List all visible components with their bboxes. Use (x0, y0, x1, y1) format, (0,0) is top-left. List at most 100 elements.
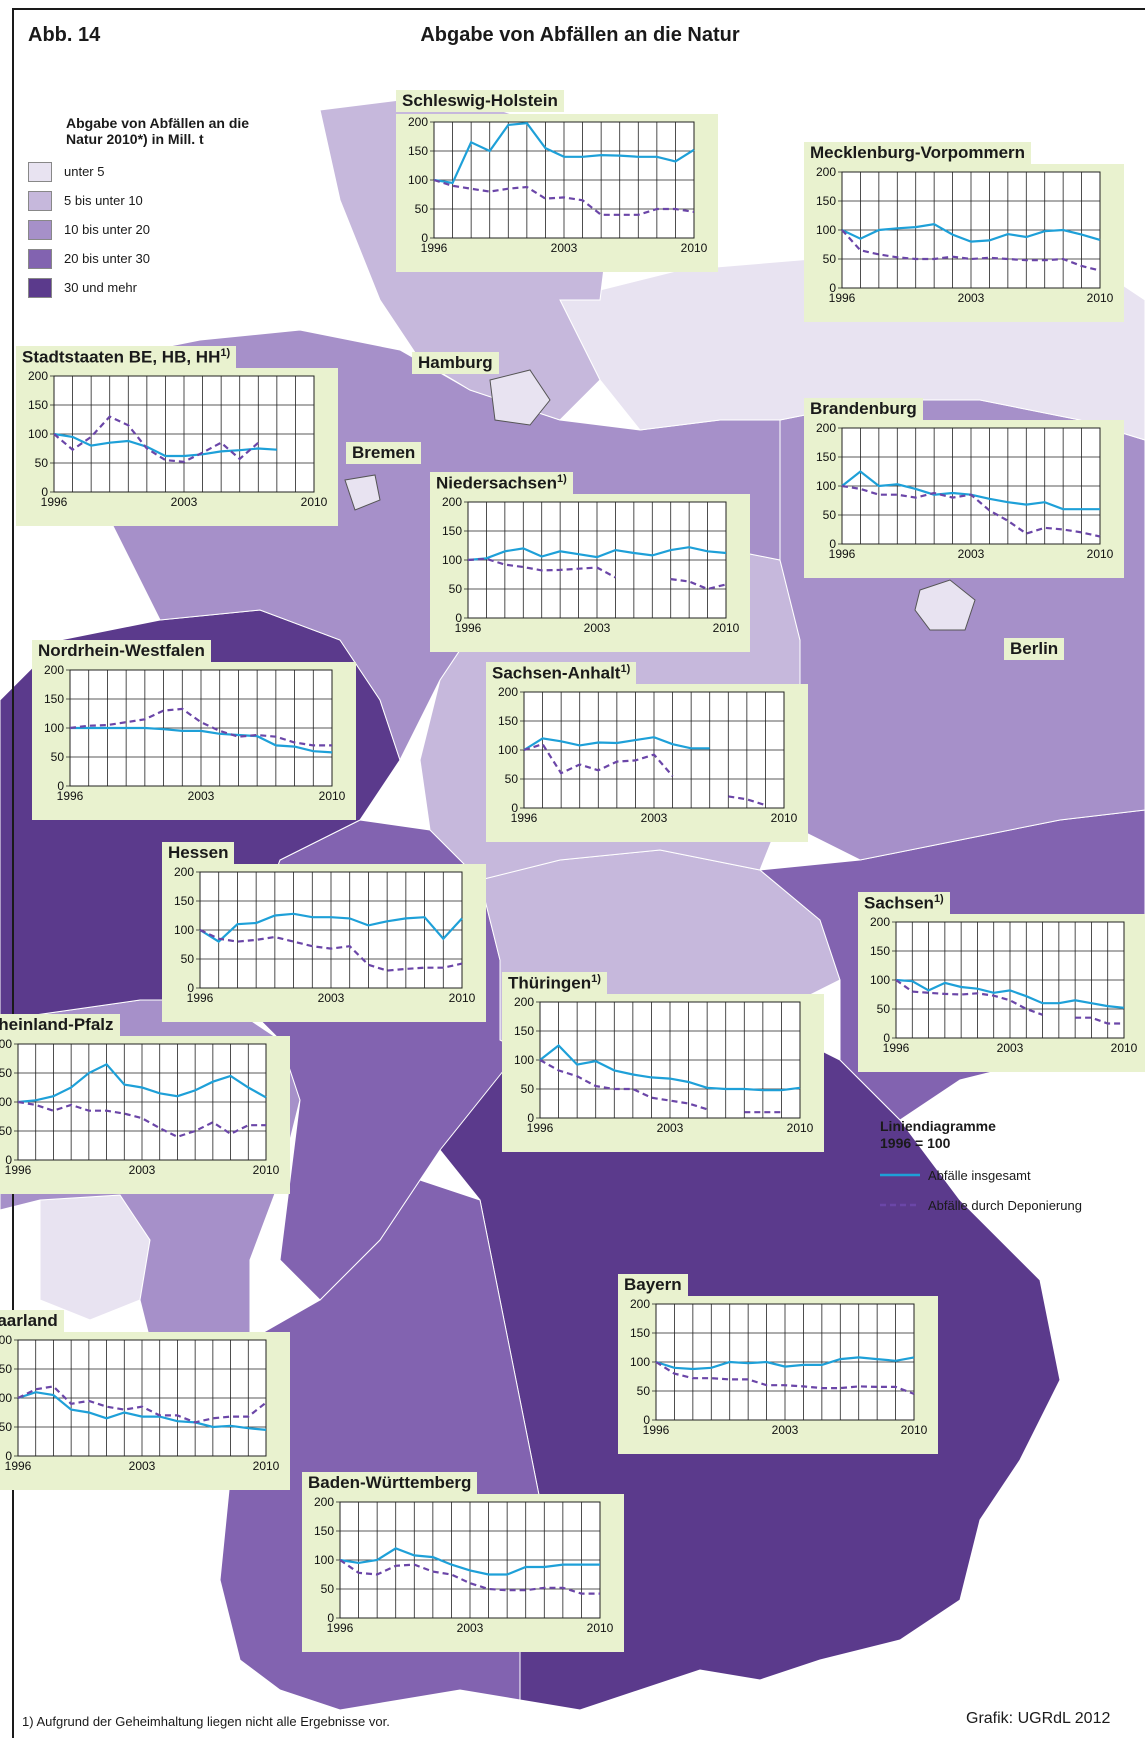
state-bremen-shape (344, 474, 381, 511)
x-tick-label: 2010 (713, 621, 740, 635)
series-line-total (895, 978, 1125, 1009)
chart-title-footnote: 1) (220, 347, 231, 359)
y-tick-label: 50 (449, 582, 463, 596)
series-line-total (841, 223, 1101, 243)
y-tick-label: 0 (421, 231, 428, 245)
x-tick-label: 1996 (5, 1163, 32, 1177)
map-legend-row: 20 bis unter 30 (28, 244, 266, 273)
figure-number: Abb. 14 (28, 24, 101, 46)
map-legend-row: 10 bis unter 20 (28, 215, 266, 244)
chart-title-bayern: Bayern (618, 1274, 688, 1296)
y-tick-label: 150 (816, 450, 836, 464)
y-tick-label: 50 (0, 1420, 12, 1434)
figure-frame (12, 8, 1145, 1738)
series-line-landfill (1075, 1016, 1124, 1025)
x-tick-label: 2003 (171, 495, 198, 509)
chart-title-sachsen: Sachsen1) (858, 892, 950, 915)
series-line-landfill (841, 229, 1101, 272)
chart-title-text: Rheinland-Pfalz (0, 1015, 114, 1034)
map-legend-swatch (28, 277, 52, 298)
chart-title-text: Schleswig-Holstein (402, 91, 558, 110)
chart-title-mecklenburg-vorpommern: Mecklenburg-Vorpommern (804, 142, 1032, 164)
state-hamburg-shape (489, 369, 551, 426)
y-tick-label: 0 (883, 1031, 890, 1045)
y-tick-label: 100 (408, 173, 428, 187)
y-tick-label: 200 (442, 495, 462, 509)
y-tick-label: 100 (314, 1553, 334, 1567)
chart-title-stadtstaaten-be-hb-hh: Stadtstaaten BE, HB, HH1) (16, 346, 237, 369)
map-legend-label: unter 5 (64, 164, 105, 179)
line-legend-total-label: Abfälle insgesamt (928, 1167, 1031, 1183)
y-tick-label: 150 (174, 894, 194, 908)
y-tick-label: 50 (505, 772, 519, 786)
y-tick-label: 150 (44, 692, 64, 706)
x-tick-label: 2010 (319, 789, 346, 803)
map-legend-title: Abgabe von Abfällen an die Natur 2010*) … (66, 115, 250, 147)
y-tick-label: 200 (408, 115, 428, 129)
y-tick-label: 50 (823, 252, 837, 266)
chart-title-th-ringen: Thüringen1) (502, 972, 607, 995)
x-tick-label: 2003 (551, 241, 578, 255)
series-line-landfill (655, 1361, 915, 1395)
series-line-total (17, 1391, 267, 1431)
city-label-berlin: Berlin (1004, 638, 1065, 660)
chart-title-text: Nordrhein-Westfalen (38, 641, 205, 660)
line-legend-landfill-label: Abfälle durch Deponierung (928, 1197, 1082, 1213)
y-tick-label: 200 (44, 663, 64, 677)
chart-title-text: Niedersachsen (436, 473, 557, 493)
x-tick-label: 1996 (187, 991, 214, 1005)
y-tick-label: 150 (0, 1066, 12, 1080)
chart-title-baden-w-rttemberg: Baden-Württemberg (302, 1472, 478, 1494)
chart-title-footnote: 1) (591, 973, 601, 985)
y-tick-label: 200 (630, 1297, 650, 1311)
y-tick-label: 150 (408, 144, 428, 158)
x-tick-label: 2010 (253, 1163, 280, 1177)
x-tick-label: 2003 (129, 1163, 156, 1177)
series-line-landfill (539, 1059, 708, 1111)
series-line-landfill (728, 795, 766, 807)
y-tick-label: 100 (442, 553, 462, 567)
y-tick-label: 200 (816, 421, 836, 435)
x-tick-label: 2003 (657, 1121, 684, 1135)
x-tick-label: 1996 (511, 811, 538, 825)
line-legend-title-text: Liniendiagramme 1996 = 100 (880, 1118, 996, 1151)
series-line-total (467, 546, 727, 562)
y-tick-label: 200 (514, 995, 534, 1009)
y-tick-label: 0 (57, 779, 64, 793)
series-line-landfill (433, 178, 695, 216)
x-tick-label: 2010 (681, 241, 708, 255)
y-tick-label: 50 (823, 508, 837, 522)
y-tick-label: 150 (870, 944, 890, 958)
chart-title-text: Mecklenburg-Vorpommern (810, 143, 1026, 162)
y-tick-label: 100 (630, 1355, 650, 1369)
line-legend-total: Abfälle insgesamt (880, 1160, 1082, 1190)
y-tick-label: 100 (44, 721, 64, 735)
y-tick-label: 150 (314, 1524, 334, 1538)
series-line-total (199, 912, 463, 943)
x-tick-label: 2003 (188, 789, 215, 803)
y-tick-label: 200 (174, 865, 194, 879)
series-line-landfill (523, 742, 674, 777)
x-tick-label: 1996 (41, 495, 68, 509)
map-legend-label: 10 bis unter 20 (64, 222, 151, 237)
map-legend-swatch (28, 190, 52, 211)
line-legend-title: Liniendiagramme 1996 = 100 (880, 1118, 1082, 1152)
y-tick-label: 0 (829, 537, 836, 551)
y-tick-label: 50 (415, 202, 429, 216)
y-tick-label: 0 (527, 1111, 534, 1125)
